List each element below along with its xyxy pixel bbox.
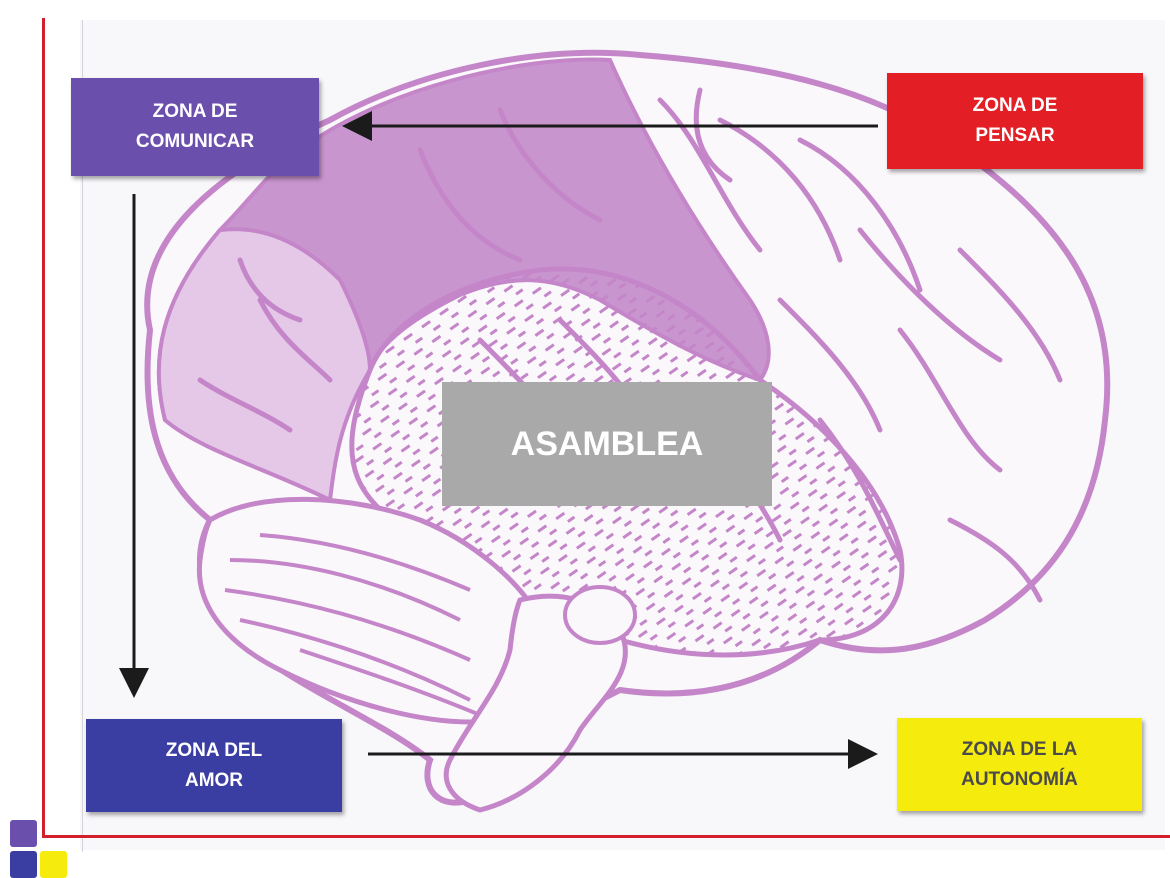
zona-pensar-box: ZONA DE PENSAR xyxy=(887,73,1143,169)
zona-comunicar-box: ZONA DE COMUNICAR xyxy=(71,78,319,176)
pons xyxy=(565,587,635,643)
asamblea-box: ASAMBLEA xyxy=(442,382,772,506)
corner-square-blue xyxy=(10,851,37,878)
corner-square-purple xyxy=(10,820,37,847)
zona-autonomia-box: ZONA DE LA AUTONOMÍA xyxy=(897,718,1142,811)
corner-square-yellow xyxy=(40,851,67,878)
frame-left-line xyxy=(42,18,45,838)
frame-bottom-line xyxy=(42,835,1170,838)
zona-amor-box: ZONA DEL AMOR xyxy=(86,719,342,812)
